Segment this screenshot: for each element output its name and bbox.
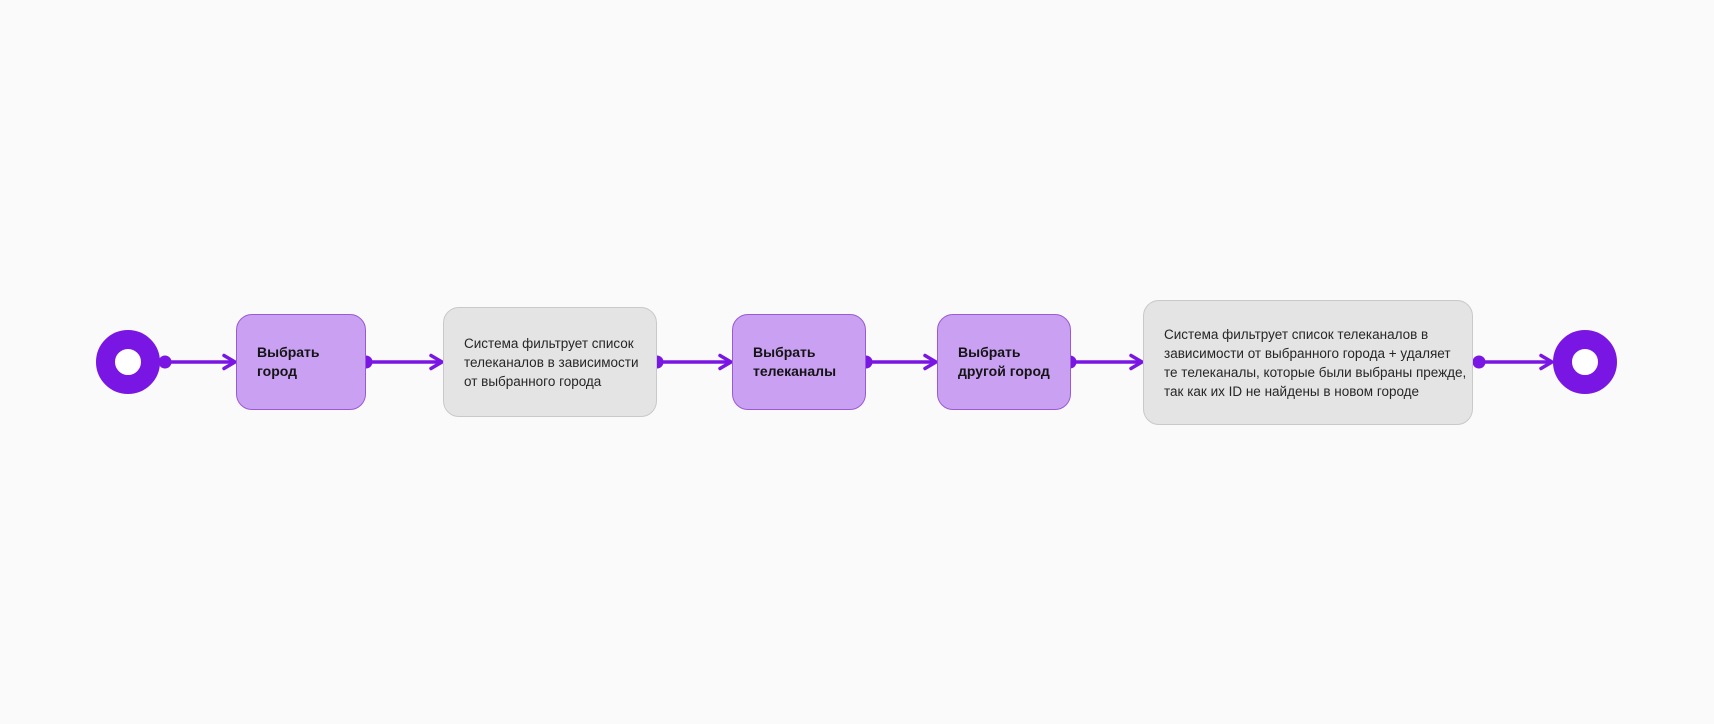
arrowhead-icon [1539, 353, 1554, 371]
end-event-node[interactable] [1553, 330, 1617, 394]
connector-arrow-select-channels-to-other-city[interactable] [859, 353, 938, 371]
task-node-select-city[interactable]: Выбрать город [236, 314, 366, 410]
connector-arrow-note2-to-end[interactable] [1472, 353, 1554, 371]
note-node-filter-and-remove-channels[interactable]: Система фильтрует список телеканалов в з… [1143, 300, 1473, 425]
arrowhead-icon [222, 353, 237, 371]
task-label: Выбрать город [257, 344, 320, 379]
start-event-node[interactable] [96, 330, 160, 394]
task-node-select-channels[interactable]: Выбрать телеканалы [732, 314, 866, 410]
connector-arrow-other-city-to-note2[interactable] [1063, 353, 1144, 371]
arrowhead-icon [429, 353, 444, 371]
connector-arrow-select-city-to-note1[interactable] [359, 353, 444, 371]
arrowhead-icon [718, 353, 733, 371]
note-text: Система фильтрует список телеканалов в з… [464, 335, 639, 389]
arrowhead-icon [923, 353, 938, 371]
task-label: Выбрать телеканалы [753, 344, 837, 379]
note-text: Система фильтрует список телеканалов в з… [1164, 326, 1467, 399]
connector-arrow-start-to-select-city[interactable] [158, 353, 237, 371]
arrowhead-icon [1129, 353, 1144, 371]
task-node-select-other-city[interactable]: Выбрать другой город [937, 314, 1071, 410]
task-label: Выбрать другой город [958, 344, 1050, 379]
connector-arrow-note1-to-select-channels[interactable] [650, 353, 733, 371]
note-node-filter-channels[interactable]: Система фильтрует список телеканалов в з… [443, 307, 657, 417]
